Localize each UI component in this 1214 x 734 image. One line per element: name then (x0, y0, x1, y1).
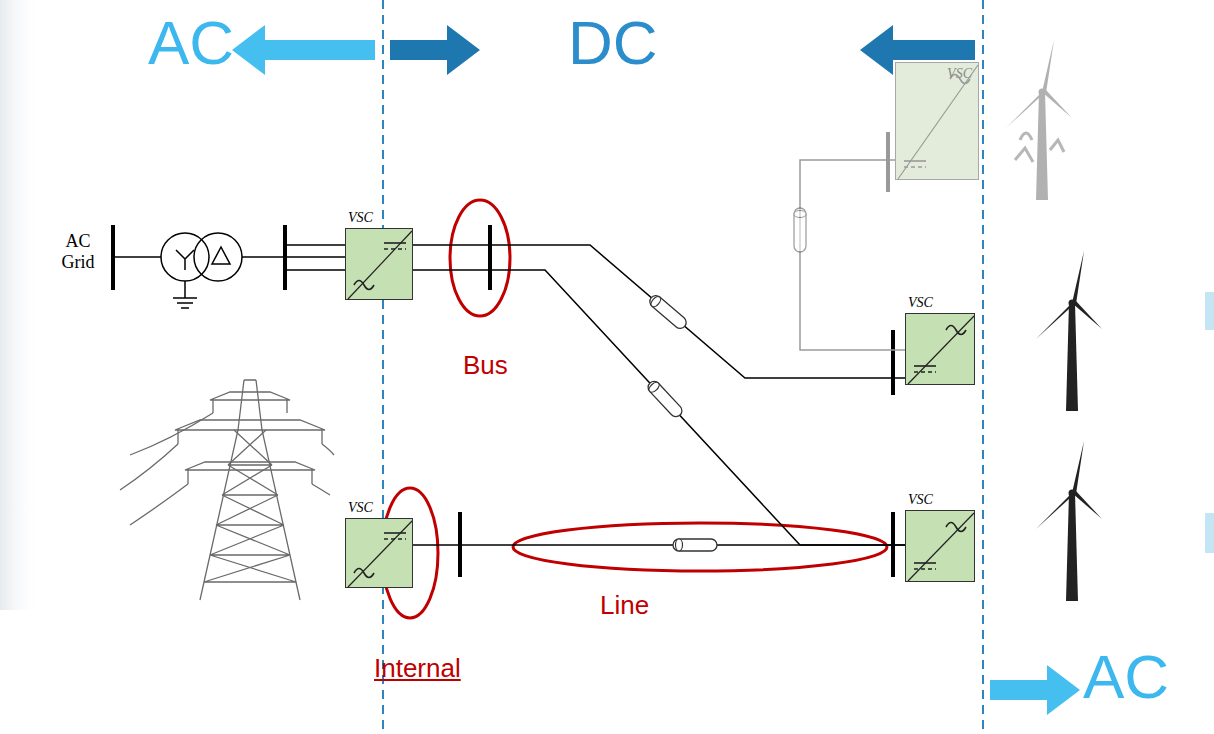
wind-turbine-faded (1006, 40, 1072, 200)
wire (113, 256, 161, 258)
cable-symbol (646, 379, 685, 419)
wind-turbine (1036, 441, 1102, 601)
dc-symbol (914, 371, 936, 373)
slide-mark (1205, 292, 1214, 330)
dc-bus (891, 330, 895, 395)
callout-label: Internal (374, 655, 461, 681)
converter-diagonal (908, 316, 974, 384)
region-label: DC (568, 12, 658, 74)
callout-label: Bus (463, 352, 508, 378)
converter-label: VSC (348, 211, 373, 225)
dc-arrow (390, 25, 480, 75)
dc-line (413, 270, 905, 545)
slide-band (0, 0, 40, 610)
dc-symbol (904, 160, 926, 162)
dc-line (413, 245, 905, 378)
converter-symbol (346, 519, 414, 589)
dc-symbol (384, 538, 406, 540)
converter-diagonal (898, 65, 978, 179)
slide-mark (1205, 513, 1214, 553)
pylon-illustration (120, 380, 334, 600)
dc-symbol (904, 166, 926, 168)
region-label: AC (1083, 646, 1169, 708)
three-phase-wires (285, 245, 345, 270)
delta-symbol (212, 247, 230, 264)
converter-symbol (906, 511, 976, 583)
dc-symbol (914, 568, 936, 570)
dc-symbol (914, 562, 936, 564)
grid-label: AC Grid (50, 231, 106, 272)
wind-turbine (1036, 251, 1102, 411)
converter-label: VSC (908, 493, 933, 507)
converter-diagonal (908, 513, 974, 581)
ac-symbol (354, 569, 374, 578)
converter-box: VSC (345, 518, 413, 588)
cable-symbol (794, 208, 806, 252)
callout-ellipse (513, 523, 887, 571)
converter-diagonal (348, 521, 412, 587)
ac-arrow (232, 25, 375, 75)
converter-box: VSC (905, 510, 975, 582)
dc-symbol (914, 365, 936, 367)
dc-bus (886, 132, 890, 192)
dc-symbol (384, 532, 406, 534)
callout-label: Line (600, 592, 649, 618)
dc-line (413, 544, 905, 546)
converter-label: VSC (947, 67, 972, 81)
converter-symbol (906, 314, 976, 386)
ac-symbol (946, 523, 966, 532)
converter-label: VSC (348, 501, 373, 515)
converter-label: VSC (908, 296, 933, 310)
converter-box: VSC (345, 228, 413, 300)
converter-box: VSC (895, 62, 979, 180)
dc-bus (488, 225, 492, 290)
ac-symbol (946, 326, 966, 335)
wire (242, 256, 285, 258)
converter-symbol (346, 229, 414, 301)
boundary-line (982, 0, 984, 734)
cable-symbol (673, 539, 717, 551)
region-label: AC (148, 12, 234, 74)
dc-line (800, 160, 905, 350)
ground-symbol (173, 281, 197, 308)
boundary-line (382, 0, 384, 734)
converter-box: VSC (905, 313, 975, 385)
ac-arrow (990, 665, 1080, 715)
dc-symbol (384, 242, 406, 244)
wye-symbol (176, 250, 194, 270)
callout-ellipse (450, 200, 510, 316)
transformer-winding (194, 233, 242, 281)
dc-symbol (384, 248, 406, 250)
ac-symbol (354, 281, 374, 290)
cable-symbol (647, 293, 688, 331)
converter-diagonal (348, 231, 412, 299)
